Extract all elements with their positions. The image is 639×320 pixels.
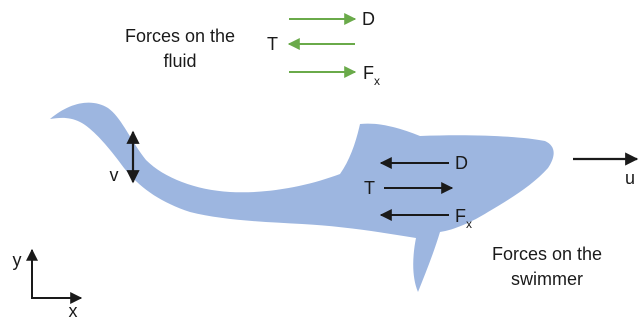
x-axis-label: x <box>69 301 78 320</box>
tail-velocity-label: v <box>110 165 119 185</box>
fluid-drag-label: D <box>362 9 375 29</box>
fluid-lateral-subscript: x <box>374 74 380 88</box>
fluid-forces-caption-line2: fluid <box>163 51 196 71</box>
swimmer-lateral-label: Fx <box>455 206 472 231</box>
swim-velocity-label: u <box>625 168 635 188</box>
swimmer-drag-label: D <box>455 153 468 173</box>
fluid-lateral-label: Fx <box>363 63 380 88</box>
y-axis-label: y <box>13 250 22 270</box>
swimmer-lateral-subscript: x <box>466 217 472 231</box>
fluid-thrust-label: T <box>267 34 278 54</box>
swimmer-body <box>50 102 554 292</box>
swimmer-forces-caption-line1: Forces on the <box>492 244 602 264</box>
fluid-forces-caption-line1: Forces on the <box>125 26 235 46</box>
swimmer-thrust-label: T <box>364 178 375 198</box>
swimmer-forces-caption-line2: swimmer <box>511 269 583 289</box>
